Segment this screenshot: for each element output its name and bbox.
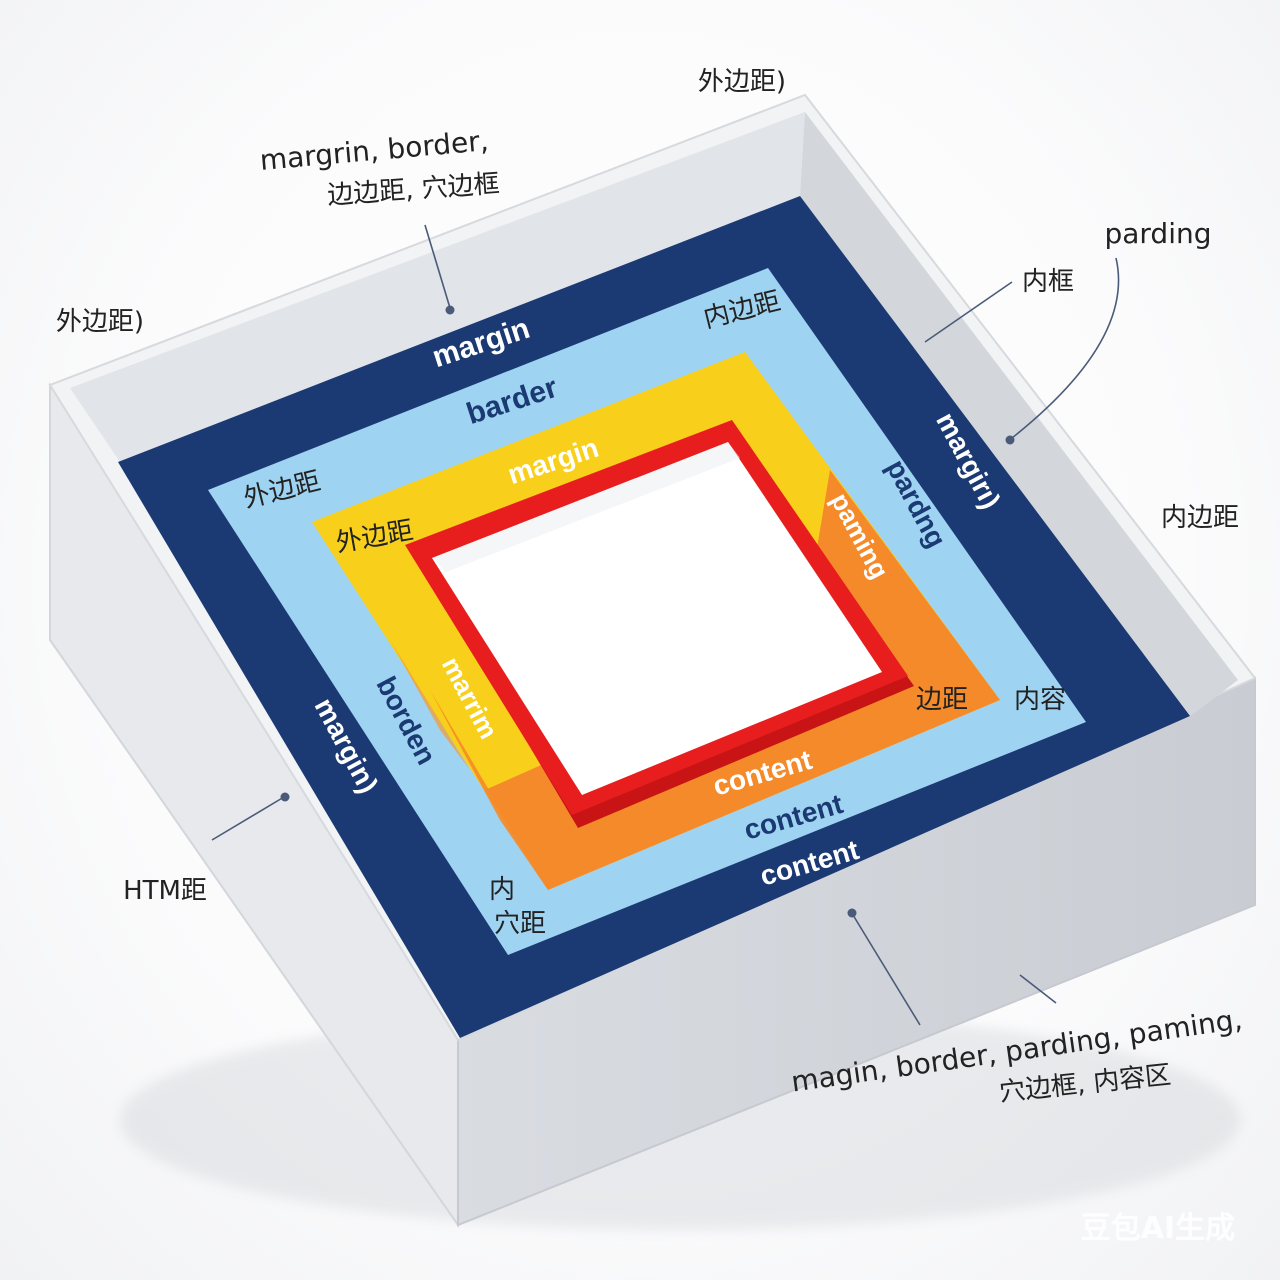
caption-right-parding: parding — [1104, 217, 1211, 250]
leader-top-left — [424, 224, 451, 309]
caption-left-htm: HTM距 — [123, 876, 207, 906]
caption-top-left-line2: 边边距, ⽳边框 — [326, 169, 500, 211]
caption-right-neibianju: 内边距 — [1161, 503, 1239, 533]
leader-htm — [211, 796, 285, 841]
leader-bottom-right — [1019, 974, 1057, 1004]
label-orange-botright: 边距 — [916, 685, 968, 715]
leader-bottom — [852, 914, 921, 1026]
label-light-botleft-1: 内 — [489, 875, 515, 905]
leader-neikuang — [924, 281, 1013, 343]
watermark: 豆包AI生成 — [1081, 1211, 1235, 1246]
box-inner-back-wall — [70, 112, 805, 462]
label-light-botleft-2: ⽳距 — [494, 909, 546, 939]
leader-lines — [211, 224, 1120, 1026]
box-inner-right-wall — [800, 112, 1238, 718]
leader-parding — [1011, 257, 1120, 439]
caption-top-outer: 外边距) — [698, 67, 786, 97]
leader-dots — [280, 305, 1015, 918]
caption-top-left-line1: margrin, border, — [258, 124, 489, 177]
label-light-botright: 内容 — [1014, 685, 1066, 715]
layer-red-border — [405, 420, 914, 828]
caption-left-outer: 外边距) — [56, 307, 144, 337]
caption-right-neikuang: 内框 — [1022, 267, 1074, 297]
